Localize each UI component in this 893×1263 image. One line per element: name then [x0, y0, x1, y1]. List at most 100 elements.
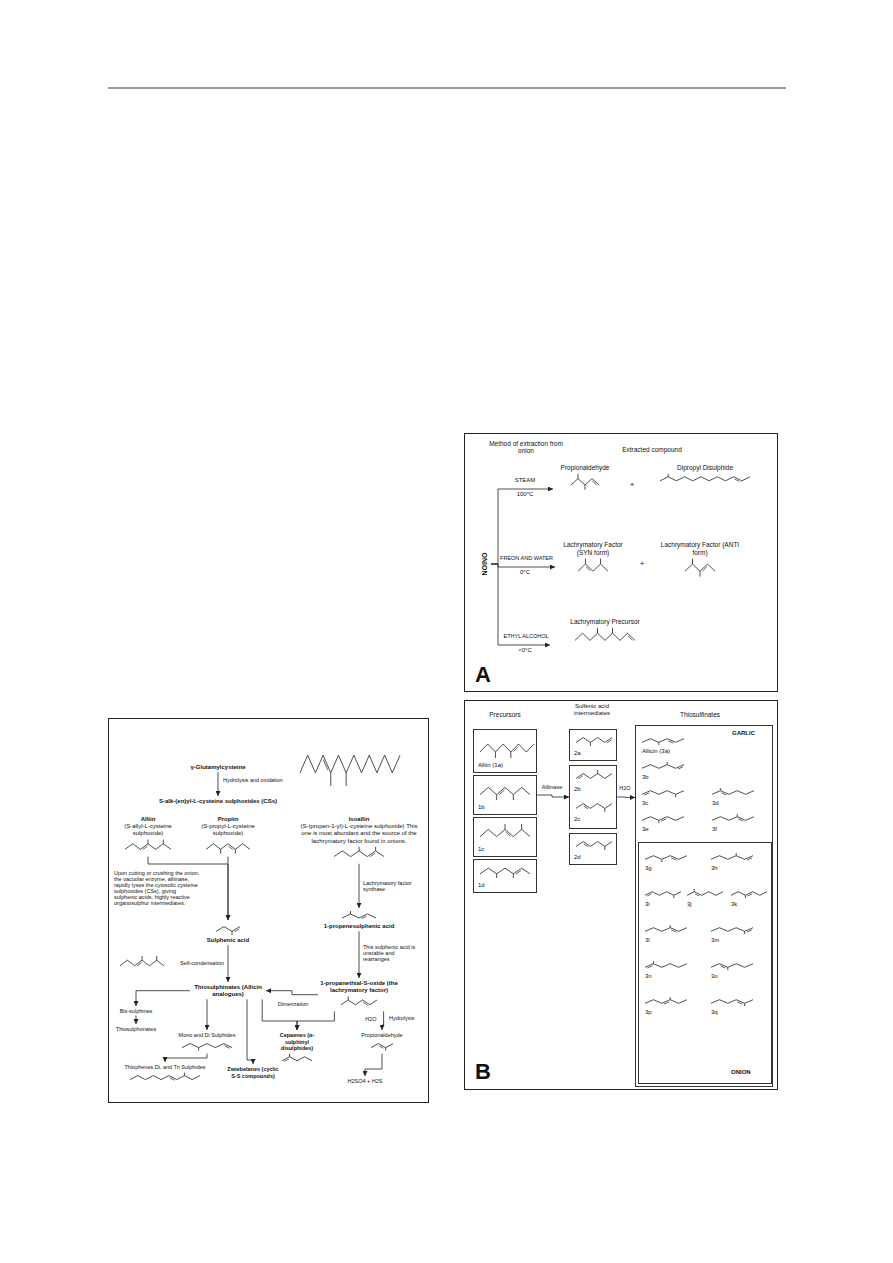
compound-box: 1b — [473, 775, 537, 815]
reaction-arrow — [218, 772, 219, 796]
product-label: 1-propanethial-S-oxide (the lachrymatory… — [318, 978, 400, 1011]
molecule-structure — [576, 738, 612, 746]
bond-chain — [660, 477, 750, 481]
double-bond — [647, 894, 651, 896]
molecule-structure — [182, 1044, 232, 1051]
bond-branch — [585, 485, 586, 490]
figure-panel: Alliin (1a)1b1c1d2a2b2c2d3g3h3i3j3k3l3m3… — [464, 700, 778, 1090]
edge-label: Hydrolysis and oxidation — [223, 777, 297, 783]
bond-branch — [667, 762, 668, 765]
bond-branch — [670, 997, 671, 1000]
product-label: Thiosulphonates — [111, 1024, 161, 1034]
molecule-structure — [711, 1000, 753, 1006]
double-bond — [678, 767, 683, 769]
edge-label: H2O — [617, 785, 633, 791]
annotation-label: Upon cutting or crushing the onion, the … — [114, 870, 200, 906]
bond-branch — [163, 840, 164, 844]
double-bond — [361, 916, 366, 918]
bond-branch — [495, 752, 496, 758]
bond-chain — [341, 1000, 377, 1005]
node-text: Sulphenic acid — [206, 937, 250, 944]
double-bond — [284, 1059, 289, 1061]
compound-label: Dipropyl Disulphide — [650, 462, 760, 516]
bond-chain — [712, 791, 754, 795]
bond-chain — [642, 817, 684, 821]
reaction-arrow — [365, 1054, 382, 1076]
molecule-structure — [731, 892, 767, 898]
node-text: 3h — [711, 865, 718, 872]
double-bond — [363, 1002, 367, 1005]
product-label: Thiosulphinates (Allicin analogues) — [190, 982, 266, 999]
molecule-structure — [125, 840, 171, 850]
edge-label: FREON AND WATER — [499, 555, 554, 561]
edge-label: This sulphenic acid is unstable and rear… — [363, 944, 421, 962]
bond-branch — [232, 931, 233, 935]
node-text: Zwiebelanes (cyclic S-S compounds) — [224, 1066, 282, 1079]
node-text: ONION — [480, 553, 488, 576]
double-bond — [671, 858, 676, 860]
molecule-structure — [120, 956, 164, 966]
double-bond — [228, 846, 232, 849]
figure-frame — [109, 719, 429, 1103]
node-text: 3e — [642, 826, 649, 833]
annotation-label: Precursors — [474, 711, 536, 718]
source-label: ONION — [477, 534, 491, 594]
product-label: Mono and Di Sulphides — [172, 1030, 242, 1054]
edge-label: Dimerization — [270, 1001, 316, 1007]
molecule-structure — [578, 559, 608, 572]
double-bond — [737, 1002, 742, 1004]
bond-chain — [642, 739, 684, 743]
header-rule — [108, 88, 786, 89]
node-text: Alliin — [112, 816, 184, 823]
bond-branch — [612, 628, 613, 633]
node-text: 3j — [687, 901, 692, 908]
node-text: 1-propanethial-S-oxide (the lachrymatory… — [320, 980, 398, 994]
bond-chain — [645, 892, 681, 896]
molecule-structure — [130, 1073, 200, 1081]
edge-label: Hydrolysis — [389, 1015, 425, 1021]
bond-branch — [745, 895, 746, 898]
product-label: Bis-sulphines — [114, 1006, 158, 1016]
node-text: 2a — [574, 750, 581, 757]
molecule-structure — [480, 868, 530, 878]
molecule-structure — [282, 1054, 312, 1062]
bond-chain — [578, 564, 608, 571]
bond-branch — [220, 849, 221, 853]
compound-box: 2b2c — [569, 765, 617, 829]
reaction-arrow — [165, 1054, 207, 1062]
molecule-structure — [576, 804, 612, 812]
double-bond — [379, 1046, 383, 1048]
bond-branch — [510, 752, 511, 758]
bond-chain — [576, 842, 612, 847]
node-text: S-alk-(en)yl-L-cysteine sulphoxides (CSs… — [145, 798, 291, 805]
node-text: 3o — [711, 973, 718, 980]
annotation-label: Method of extraction from onion — [486, 440, 566, 454]
annotation-label: Extracted compound — [612, 446, 692, 453]
molecule-structure — [575, 628, 635, 641]
annotation-label: 100°C — [500, 491, 550, 498]
bond-chain — [711, 964, 753, 968]
node-text: B — [475, 1059, 491, 1085]
double-bond — [323, 759, 328, 770]
annotation-label: Sulfenic acid intermediates — [562, 703, 622, 716]
double-bond — [584, 806, 588, 809]
node-text: Dipropyl Disulphide — [652, 464, 758, 472]
bond-branch — [496, 795, 497, 800]
double-bond — [137, 963, 141, 966]
double-bond — [738, 819, 743, 821]
bond-chain — [480, 787, 530, 794]
bond-branch — [346, 773, 347, 786]
bond-branch — [692, 559, 693, 564]
bond-chain — [371, 1044, 393, 1048]
bond-branch — [513, 795, 514, 800]
edge-label: Self-condensation — [166, 960, 224, 966]
double-bond — [225, 1046, 230, 1048]
bond-branch — [198, 1048, 199, 1051]
reaction-arrow — [617, 797, 635, 798]
bond-branch — [385, 1048, 386, 1051]
reaction-arrow — [491, 489, 553, 564]
bond-branch — [585, 559, 586, 564]
double-bond — [644, 793, 649, 795]
bond-chain — [182, 1044, 232, 1048]
